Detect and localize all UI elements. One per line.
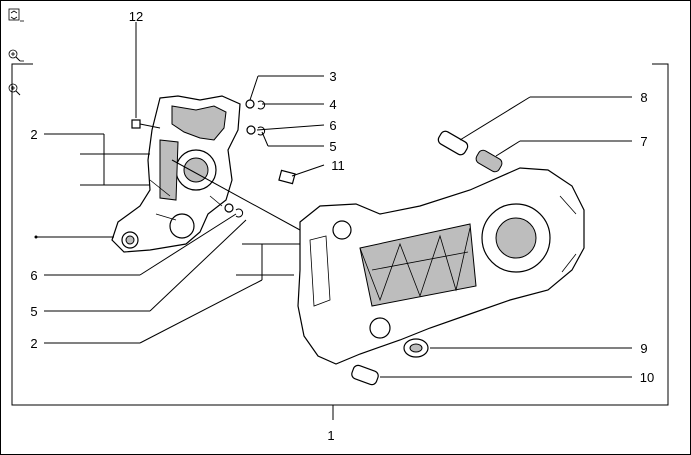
bearing-9 <box>403 338 429 358</box>
assembly-bracket <box>11 63 669 420</box>
fit-page-button[interactable] <box>8 8 24 22</box>
right-crankcase-half <box>297 167 585 365</box>
zoom-in-icon <box>8 49 24 62</box>
fit-page-icon <box>8 8 24 22</box>
callout-8: 8 <box>640 90 647 105</box>
bolt-12 <box>131 119 161 129</box>
callout-6-lower: 6 <box>30 268 37 283</box>
callout-11: 11 <box>331 158 345 173</box>
left-crankcase-half <box>111 95 241 253</box>
callout-labels: 1 2 2 3 4 6 5 11 12 6 5 8 7 9 10 <box>30 9 654 443</box>
washers-and-clips-left <box>224 203 244 218</box>
callout-10: 10 <box>640 370 654 385</box>
dowel-pin-11 <box>278 169 296 185</box>
bushing-10 <box>351 364 379 386</box>
zoom-out-button[interactable] <box>8 83 21 96</box>
zoom-out-icon <box>8 83 21 96</box>
zoom-in-button[interactable] <box>8 49 24 62</box>
washers-and-clips-top <box>245 99 266 136</box>
callout-4: 4 <box>329 97 336 112</box>
callout-2-upper: 2 <box>30 127 37 142</box>
stud-bolts-left <box>80 153 150 186</box>
callout-9: 9 <box>640 341 647 356</box>
callout-6-upper: 6 <box>329 118 336 133</box>
bushing-7 <box>475 149 503 173</box>
leader-lines <box>36 22 632 378</box>
callout-5-upper: 5 <box>329 139 336 154</box>
callout-3: 3 <box>329 69 336 84</box>
callout-5-lower: 5 <box>30 304 37 319</box>
bushing-8 <box>437 130 469 156</box>
stud-bolts-right <box>236 243 300 276</box>
callout-2-lower: 2 <box>30 336 37 351</box>
callout-1: 1 <box>327 428 334 443</box>
callout-7: 7 <box>640 134 647 149</box>
callout-12: 12 <box>129 9 143 24</box>
